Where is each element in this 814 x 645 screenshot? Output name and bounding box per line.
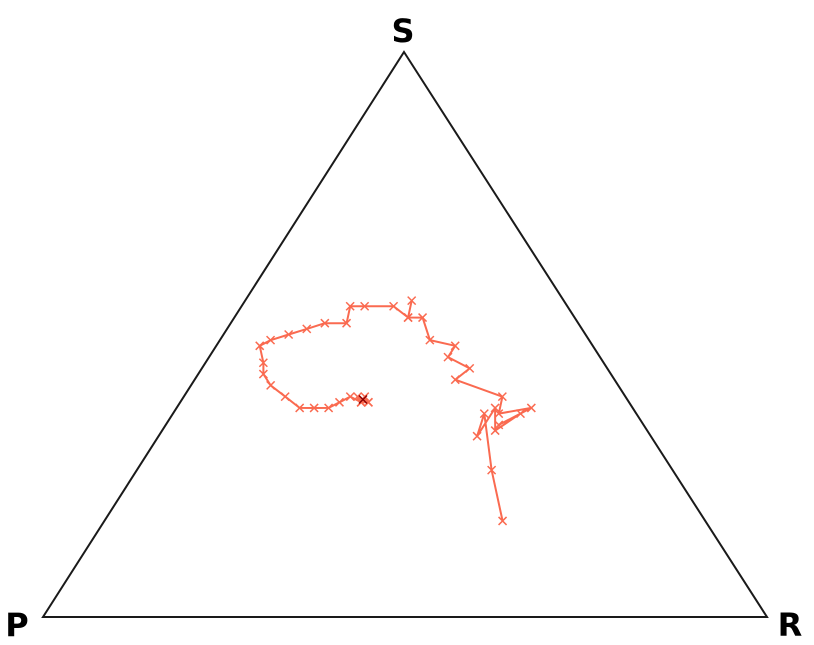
trajectory-point	[472, 431, 482, 441]
trajectory-point	[360, 301, 370, 311]
trajectory-point	[258, 358, 268, 368]
trajectory-point	[266, 380, 276, 390]
trajectory-point	[255, 341, 265, 351]
trajectory-point	[494, 409, 504, 419]
trajectory-point	[309, 403, 319, 413]
trajectory-point	[342, 318, 352, 328]
vertex-label-left: P	[5, 606, 28, 644]
trajectory-point	[353, 392, 363, 402]
trajectory-series	[255, 296, 536, 526]
trajectory-point	[425, 335, 435, 345]
vertex-label-top: S	[391, 12, 414, 50]
trajectory-point	[266, 335, 276, 345]
trajectory-point	[403, 313, 413, 323]
trajectory-point	[465, 363, 475, 373]
final-state-marker	[358, 394, 368, 405]
vertex-label-right: R	[778, 606, 803, 644]
trajectory-line	[258, 299, 533, 522]
trajectory-point	[490, 403, 500, 413]
trajectory-point	[389, 301, 399, 311]
trajectory-point	[320, 318, 330, 328]
trajectory-point	[443, 352, 453, 362]
trajectory-point	[487, 465, 497, 475]
trajectory-point	[490, 426, 500, 436]
trajectory-point	[284, 329, 294, 340]
trajectory-point	[302, 324, 312, 334]
final-point-marker	[358, 394, 368, 405]
trajectory-point	[450, 341, 460, 351]
trajectory-point	[526, 403, 536, 413]
trajectory-point	[498, 516, 508, 526]
trajectory-point	[258, 369, 268, 379]
trajectory-point	[295, 403, 305, 413]
trajectory-point	[280, 392, 290, 402]
trajectory-point	[479, 409, 489, 419]
trajectory-point	[345, 392, 355, 402]
trajectory-point	[407, 296, 417, 306]
trajectory-point	[334, 397, 344, 407]
trajectory-point	[515, 409, 526, 419]
trajectory-point	[418, 313, 428, 323]
trajectory-point	[324, 403, 334, 413]
trajectory-point	[363, 397, 373, 407]
trajectory-point	[345, 301, 355, 311]
ternary-triangle-frame	[41, 50, 769, 618]
trajectory-point	[494, 420, 504, 430]
trajectory-point	[450, 375, 460, 385]
trajectory-point	[497, 392, 507, 402]
